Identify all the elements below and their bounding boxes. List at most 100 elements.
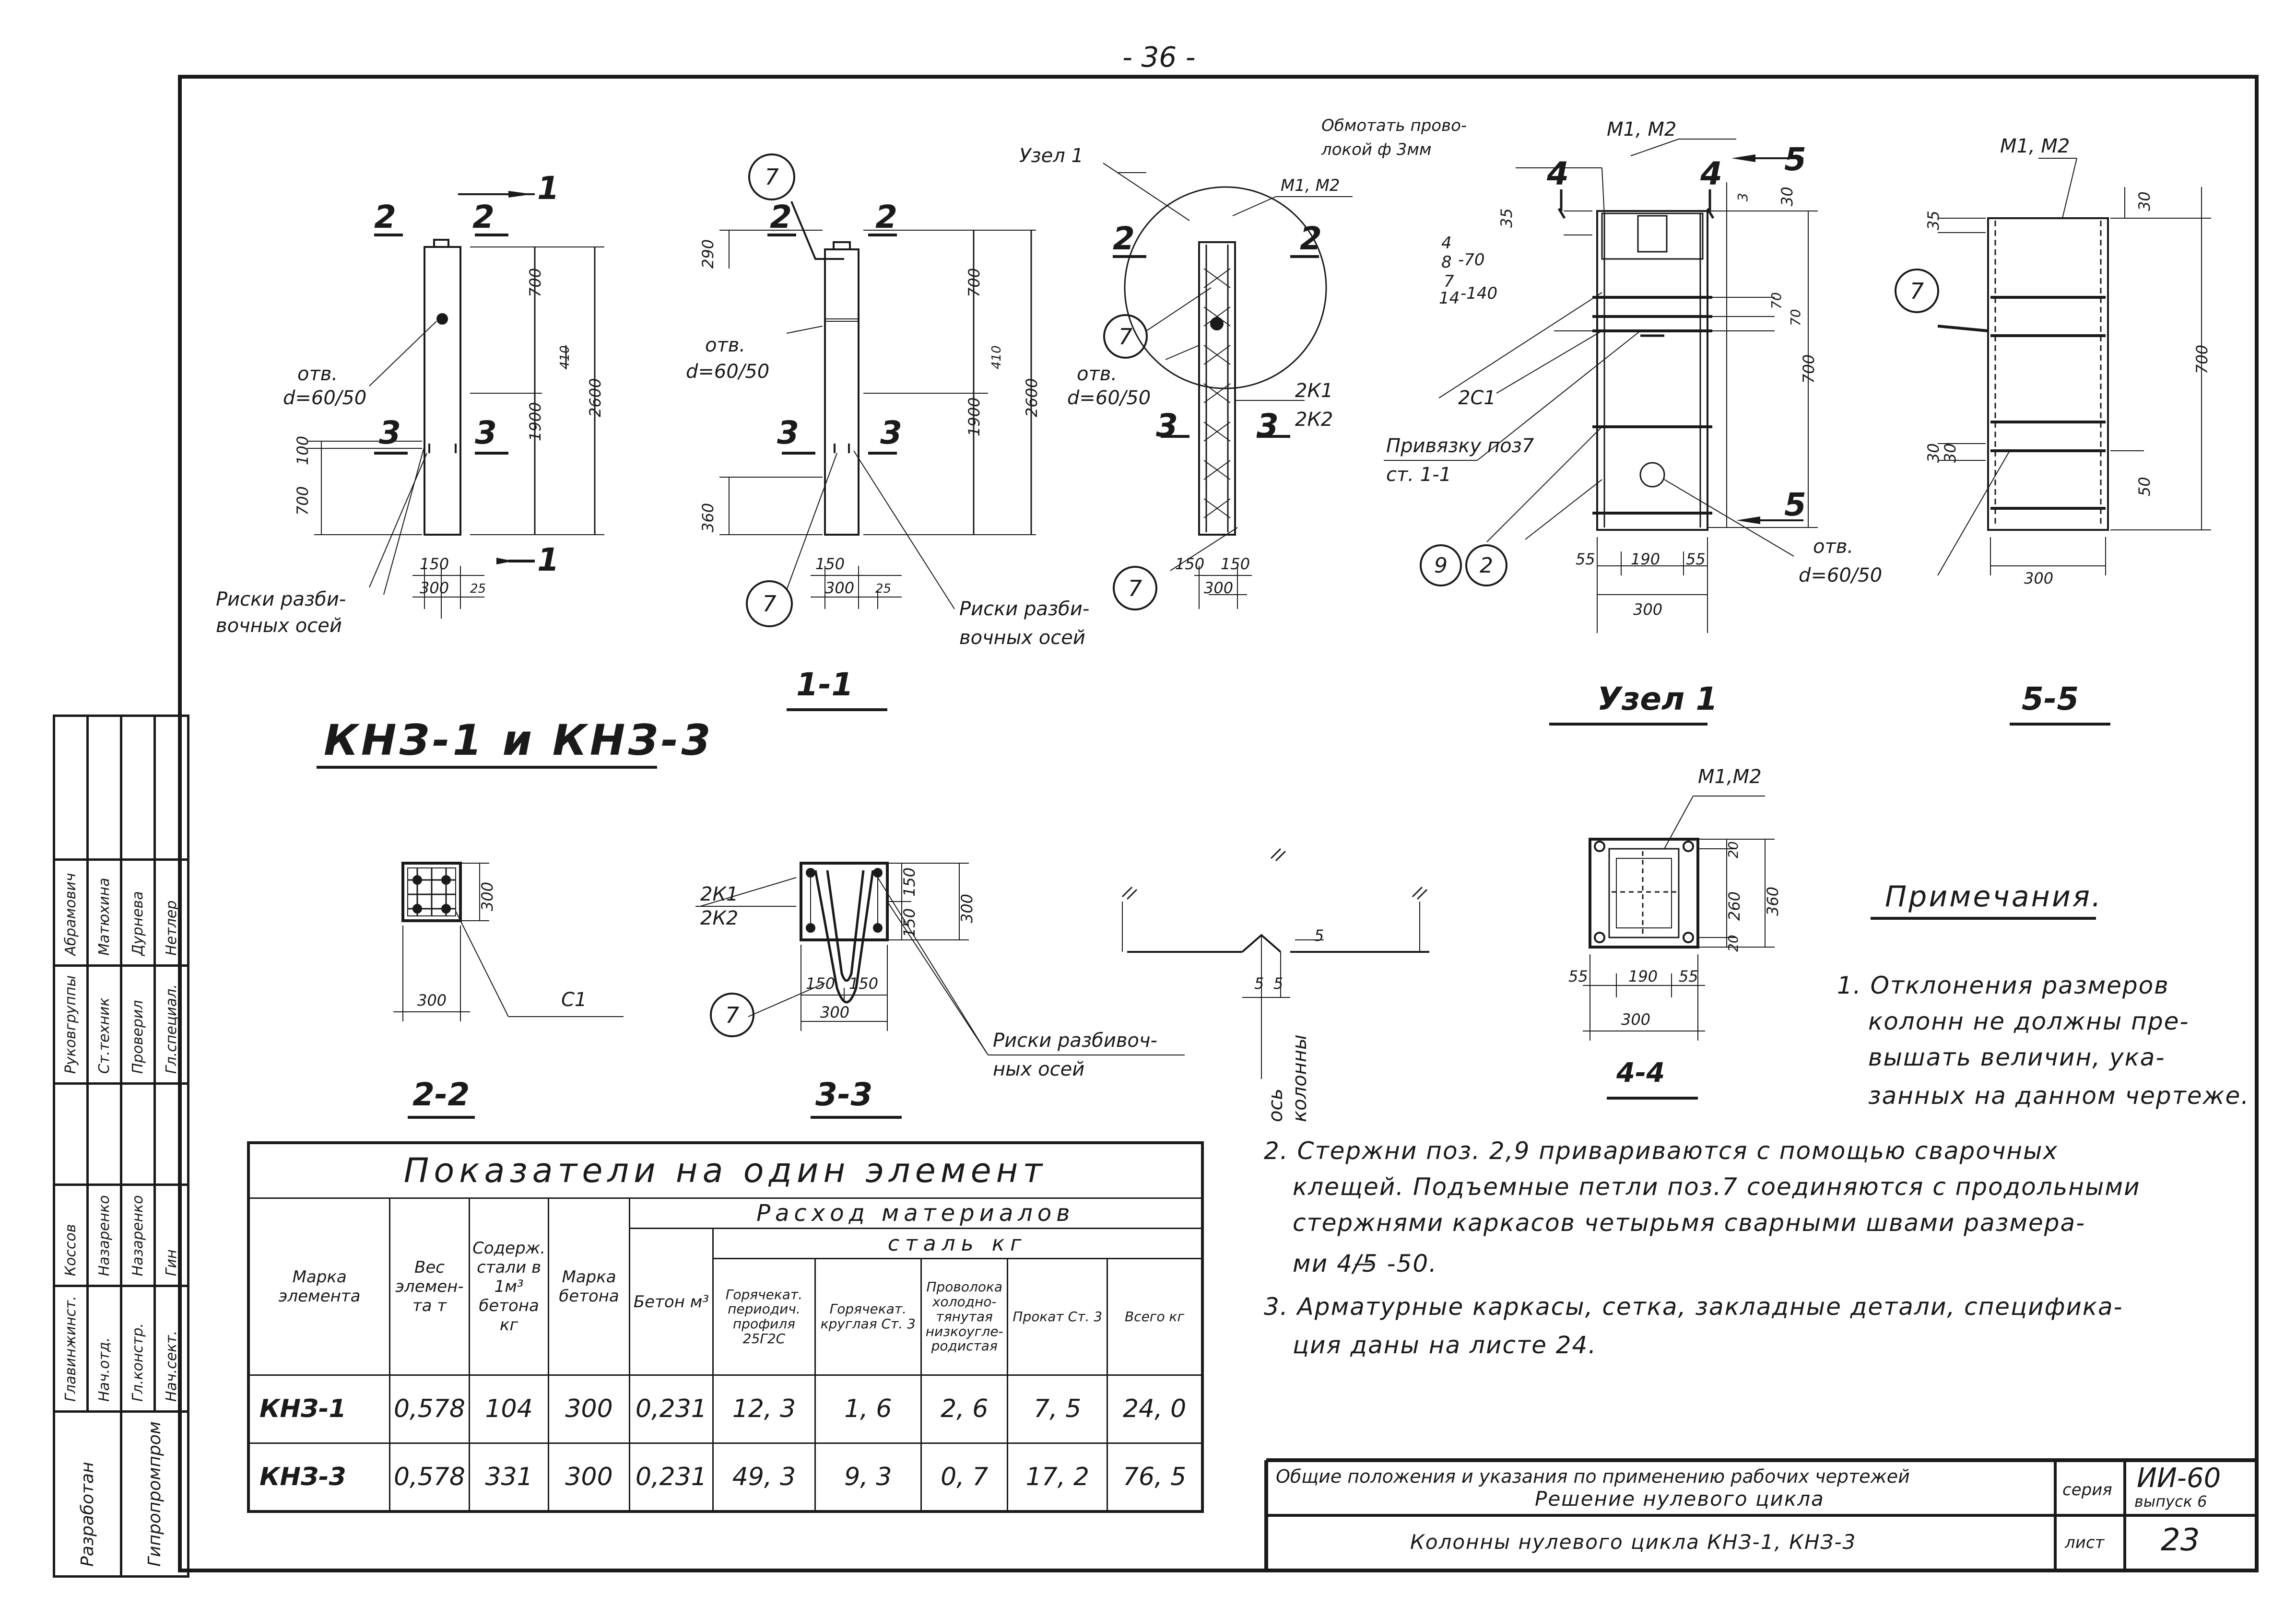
dimension: 25 [875, 582, 892, 596]
dimension: 30 [1778, 187, 1796, 206]
mesh-label: 2С1 [1458, 387, 1496, 409]
dimension: 2600 [586, 378, 604, 417]
node-1-detail [1384, 139, 1818, 726]
cut-mark: 3 [777, 414, 799, 451]
cut-mark: 5 [1784, 486, 1806, 523]
dimension: 410 [989, 345, 1004, 369]
section-title-4-4: 4-4 [1616, 1057, 1665, 1089]
callout-marker: 7 [1895, 269, 1939, 313]
dimension: 360 [1764, 886, 1782, 916]
table-cell: 0, 7 [920, 1442, 1009, 1512]
stamp-role: Ст.техник [87, 965, 121, 1084]
dimension: 410 [558, 345, 572, 369]
cut-mark: 2 [875, 199, 897, 235]
dimension: 300 [958, 893, 976, 923]
cage-label: 2К1 [1295, 380, 1333, 402]
stamp-signature [154, 1083, 188, 1185]
dimension: 700 [965, 268, 983, 297]
cut-mark: 5 [1784, 141, 1806, 178]
note-3-line: 3. Арматурные каркасы, сетка, закладные … [1264, 1293, 2123, 1321]
dimension: 300 [2024, 569, 2054, 587]
dimension: 100 [294, 435, 312, 465]
dimension: 150 [900, 908, 918, 937]
cut-mark: 2 [472, 199, 495, 235]
dimension: 150 [806, 974, 836, 993]
header-weight: Вес элемен- та т [389, 1197, 470, 1376]
cut-mark: 4 [1700, 155, 1722, 192]
stamp-signature [121, 1083, 155, 1185]
stamp-signature [154, 715, 188, 860]
stamp-name: Коссов [54, 1184, 88, 1286]
stamp-name: Назаренко [87, 1184, 121, 1286]
dimension: 25 [470, 582, 486, 596]
dimension: 5 [1254, 974, 1264, 993]
header-col: Прокат Ст. 3 [1007, 1258, 1108, 1376]
title-block-description: Общие положения и указания по применению… [1276, 1466, 1910, 1487]
dimension: 3 [1735, 193, 1751, 201]
section-title-1-1: 1-1 [796, 666, 854, 703]
table-row: КНЗ-1 0,578 104 300 0,231 12, 3 1, 6 2, … [247, 1374, 1203, 1444]
stamp-signature [87, 1083, 121, 1185]
column-elevation-kn3-1 [307, 191, 604, 619]
weld-spec: -140 [1460, 284, 1498, 303]
sheet-frame [178, 75, 2259, 1572]
cage-label: 2К2 [700, 907, 739, 929]
stamp-name: Абрамович [54, 859, 88, 966]
header-col: Горячекат. периодич. профиля 25Г2С [712, 1258, 816, 1376]
stamp-signature [54, 1083, 88, 1185]
dimension: 700 [526, 268, 544, 297]
table-cell: КНЗ-1 [247, 1374, 391, 1444]
note-2-line: стержнями каркасов четырьмя сварными шва… [1293, 1209, 2086, 1237]
cut-mark: 2 [1300, 220, 1322, 257]
hole-label: отв. [705, 334, 746, 356]
cut-mark: 1 [537, 170, 559, 207]
weld-spec: -70 [1458, 250, 1485, 270]
reinforcement-cage-view [1103, 163, 1353, 609]
hole-diameter: d=60/50 [1799, 564, 1883, 586]
cut-mark: 3 [1257, 407, 1279, 444]
section-1-1-view [719, 201, 1036, 609]
dimension: 700 [294, 486, 312, 516]
cage-label: 2К2 [1295, 409, 1333, 431]
dimension: 5 [1314, 926, 1324, 945]
hole-diameter: d=60/50 [686, 361, 770, 383]
stamp-role: Гл.специал. [154, 965, 188, 1084]
weld-spec: 7 [1444, 272, 1454, 291]
dimension: 50 [2135, 477, 2154, 496]
page-number: - 36 - [1122, 41, 1196, 73]
table-cell: 104 [468, 1374, 550, 1444]
axis-marks-label: Риски разбивоч- [993, 1030, 1157, 1052]
section-title-3-3: 3-3 [815, 1076, 873, 1113]
dimension: 150 [1221, 555, 1250, 573]
wire-wrap-note: Обмотать прово- [1321, 116, 1467, 135]
wire-wrap-note: локой ф 3мм [1321, 140, 1432, 159]
header-col: Всего кг [1107, 1258, 1203, 1376]
dimension: 2600 [1023, 378, 1041, 417]
callout-marker: 7 [1103, 314, 1148, 359]
dimension: 5 [1273, 974, 1283, 993]
dimension: 290 [699, 239, 717, 269]
dimension: 260 [1725, 891, 1743, 921]
dimension: 55 [1679, 967, 1698, 985]
table-cell: 49, 3 [712, 1442, 816, 1512]
section-title-5-5: 5-5 [2022, 680, 2079, 717]
note-2-line: 2. Стержни поз. 2,9 привариваются с помо… [1264, 1137, 2059, 1165]
stamp-role: Нач.отд. [87, 1286, 121, 1412]
note-1-line: занных на данном чертеже. [1868, 1082, 2250, 1110]
dimension: 190 [1628, 967, 1658, 985]
note-3-line: ция даны на листе 24. [1293, 1331, 1597, 1359]
callout-marker: 7 [1113, 566, 1157, 610]
stamp-name: Нетлер [154, 859, 188, 966]
header-marka: Марка элемента [247, 1197, 391, 1376]
dimension: 300 [1633, 600, 1663, 619]
callout-marker: 7 [710, 993, 754, 1037]
header-materials: Расход материалов [628, 1197, 1203, 1230]
dimension: 35 [1497, 208, 1516, 228]
header-col: Горячекат. круглая Ст. 3 [814, 1258, 922, 1376]
mesh-label: С1 [561, 989, 587, 1011]
hole-diameter: d=60/50 [1067, 387, 1151, 409]
header-steel-content: Содерж. стали в 1м³ бетона кг [468, 1197, 550, 1376]
issue-value: выпуск 6 [2134, 1492, 2207, 1511]
dimension: 55 [1576, 550, 1595, 568]
